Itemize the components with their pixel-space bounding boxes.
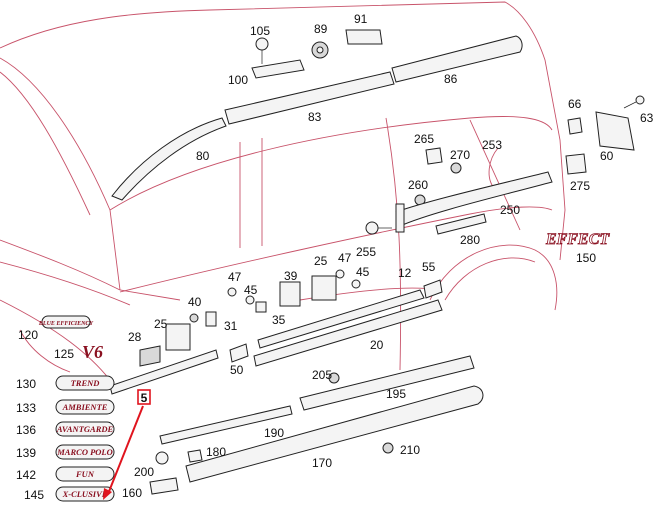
clips	[139, 269, 361, 495]
callout-105: 105	[250, 24, 270, 38]
callout-125: 125	[54, 347, 74, 361]
callout-210: 210	[400, 443, 420, 457]
callout-205: 205	[312, 368, 332, 382]
callout-260: 260	[408, 178, 428, 192]
callout-45a: 45	[244, 283, 258, 297]
callout-139: 139	[16, 446, 36, 460]
callout-55: 55	[422, 260, 436, 274]
callout-47a: 47	[228, 270, 242, 284]
emblem-badges: TREND AMBIENTE AVANTGARDE MARCO POLO FUN…	[38, 231, 611, 502]
callout-47b: 47	[338, 251, 352, 265]
callout-265: 265	[414, 132, 434, 146]
callout-63: 63	[640, 111, 654, 125]
callout-5: 5	[141, 391, 148, 405]
highlight-box	[137, 389, 151, 405]
callout-270: 270	[450, 148, 470, 162]
callout-160: 160	[122, 486, 142, 500]
roof-trim-strips	[111, 35, 523, 201]
top-hardware	[251, 29, 645, 235]
callout-136: 136	[16, 423, 36, 437]
highlight-arrow-head	[103, 488, 112, 500]
emblem-blue-efficiency-label: BLUE EFFICIENCY	[38, 321, 95, 327]
emblem-fun-label: FUN	[75, 469, 95, 479]
rear-quarter-trims	[395, 171, 553, 235]
callout-91: 91	[354, 12, 368, 26]
callout-100: 100	[228, 73, 248, 87]
callout-255: 255	[356, 245, 376, 259]
callout-280: 280	[460, 233, 480, 247]
callout-180: 180	[206, 445, 226, 459]
callout-89: 89	[314, 22, 328, 36]
emblem-marco-polo	[55, 444, 115, 460]
emblem-blue-efficiency	[41, 315, 91, 329]
callout-195: 195	[386, 387, 406, 401]
emblem-v6: V6	[82, 342, 103, 362]
callout-253: 253	[482, 138, 502, 152]
sill-panels	[159, 355, 484, 483]
callout-142: 142	[16, 468, 36, 482]
callout-66: 66	[568, 97, 582, 111]
door-trims	[109, 279, 443, 395]
callout-170: 170	[312, 456, 332, 470]
callout-35: 35	[272, 313, 286, 327]
emblem-trend-label: TREND	[71, 378, 100, 388]
callout-31: 31	[224, 319, 238, 333]
callout-40: 40	[188, 295, 202, 309]
highlighted-part-5	[103, 389, 151, 500]
callout-275: 275	[570, 179, 590, 193]
callout-120: 120	[18, 328, 38, 342]
callout-45b: 45	[356, 265, 370, 279]
callout-28: 28	[128, 330, 142, 344]
callout-145: 145	[24, 488, 44, 502]
callout-20: 20	[370, 338, 384, 352]
emblem-fun	[55, 466, 115, 482]
emblem-marco-polo-label: MARCO POLO	[56, 447, 113, 457]
callout-130: 130	[16, 377, 36, 391]
callout-25a: 25	[154, 317, 168, 331]
callout-25b: 25	[314, 254, 328, 268]
callout-150: 150	[576, 251, 596, 265]
emblem-trend	[55, 375, 115, 391]
highlight-arrow-line	[107, 405, 144, 495]
emblem-avantgarde	[55, 421, 115, 437]
callout-12: 12	[398, 266, 412, 280]
callout-133: 133	[16, 401, 36, 415]
callout-200: 200	[134, 465, 154, 479]
emblem-x-clusive	[55, 486, 115, 502]
callout-numbers: 5 12 20 25 25 28 31 35 39 40 45 45 47 47…	[16, 12, 654, 502]
callout-50: 50	[230, 363, 244, 377]
callout-83: 83	[308, 110, 322, 124]
callout-86: 86	[444, 72, 458, 86]
emblem-ambiente-label: AMBIENTE	[62, 402, 108, 412]
emblem-avantgarde-label: AVANTGARDE	[56, 424, 114, 434]
callout-39: 39	[284, 269, 298, 283]
callout-60: 60	[600, 149, 614, 163]
callout-80: 80	[196, 149, 210, 163]
callout-190: 190	[264, 426, 284, 440]
callout-250: 250	[500, 203, 520, 217]
emblem-ambiente	[55, 399, 115, 415]
emblem-x-clusive-label: X-CLUSIVE	[62, 489, 108, 499]
emblem-effect: EFFECT	[545, 231, 610, 248]
